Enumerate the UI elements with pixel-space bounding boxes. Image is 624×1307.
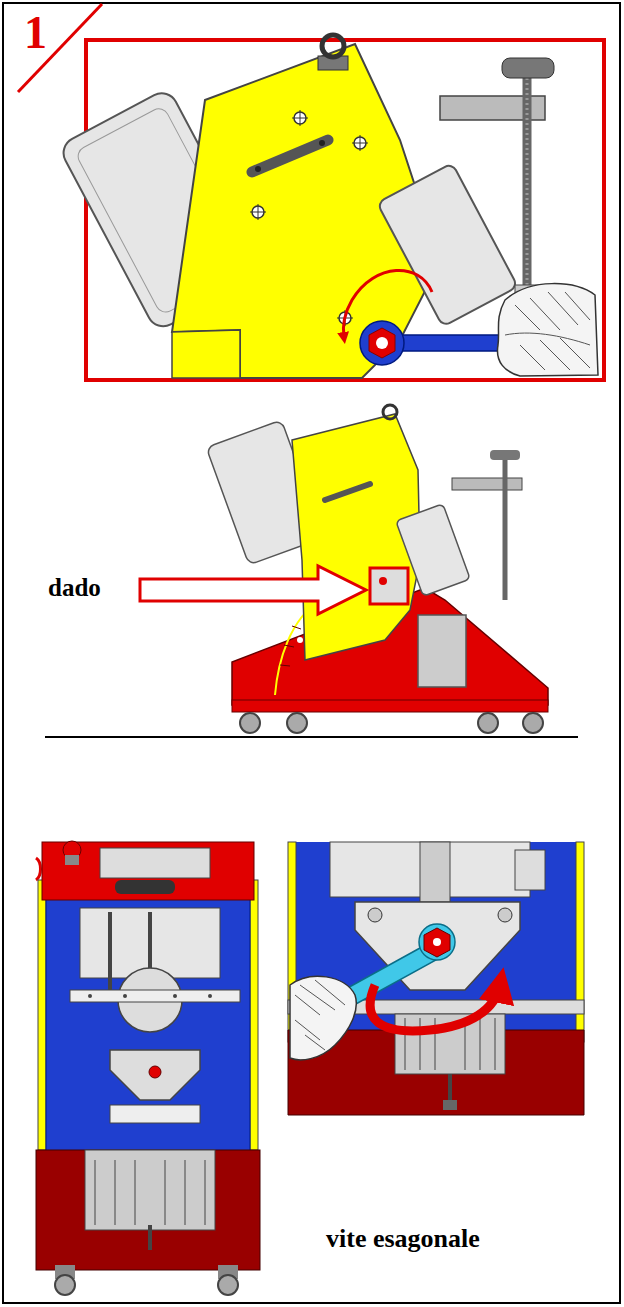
part-label: dado — [48, 574, 101, 602]
hex-screw-detail — [288, 842, 584, 1115]
detail-panel-top — [58, 35, 604, 380]
part-label: vite esagonale — [326, 1224, 480, 1254]
page-frame — [3, 3, 620, 1303]
step-number: 1 — [24, 6, 47, 59]
front-view — [36, 841, 260, 1295]
side-view — [45, 405, 578, 737]
